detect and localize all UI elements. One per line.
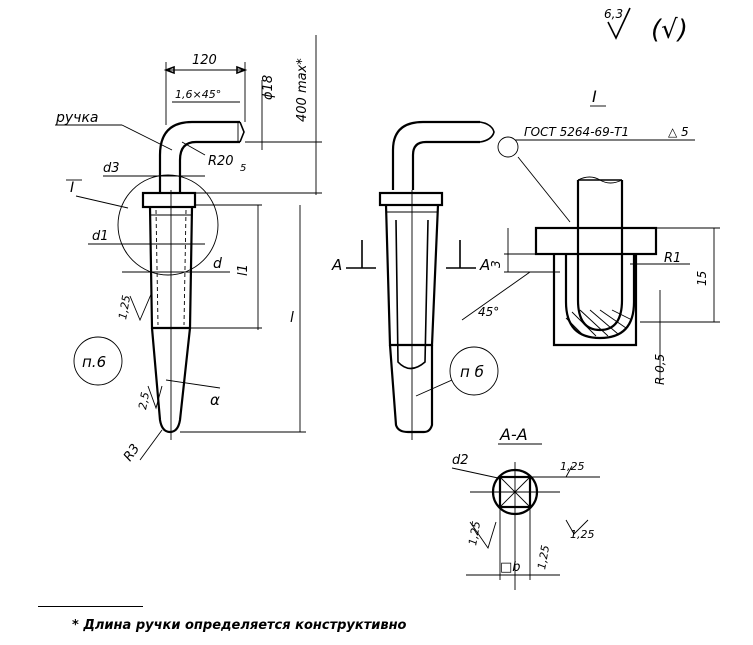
b-label: □b xyxy=(500,560,521,575)
view-i-callout: I xyxy=(70,180,74,196)
section-aa-title: А-А xyxy=(499,425,528,444)
note-p6-left: п.6 xyxy=(82,353,106,371)
roughness-25: 2,5 xyxy=(136,391,152,410)
section-aa: А-А d2 1,25 1,25 1,25 1,25 □b xyxy=(451,425,600,590)
d2-label: d2 xyxy=(452,453,469,468)
dim-120: 120 xyxy=(192,53,217,68)
footnote: * Длина ручки определяется конструктивно xyxy=(72,618,407,633)
detail-i-title: I xyxy=(592,87,597,106)
left-view: 120 1,6×45° ϕ18 400 max* ручка d3 R20 5 … xyxy=(55,35,322,464)
r1-label: R1 xyxy=(664,251,681,266)
note-p6-mid: п б xyxy=(460,363,484,381)
section-a-left: А xyxy=(331,256,342,274)
gost-weld: △ 5 xyxy=(668,125,689,139)
section-a-right: А xyxy=(479,256,490,274)
l1-label: l1 xyxy=(236,264,251,276)
dim-3: 3 xyxy=(489,260,503,268)
r20-sub: 5 xyxy=(240,163,246,174)
roughness-125-c: 1,25 xyxy=(466,520,483,546)
roughness-125-left: 1,25 xyxy=(116,294,133,320)
roughness-125-b: 1,25 xyxy=(560,460,585,473)
roughness-value: 6,3 xyxy=(604,7,623,21)
footnote-rule xyxy=(38,606,143,607)
roughness-symbol: 6,3 (√) xyxy=(604,7,688,45)
r05-label: R 0,5 xyxy=(653,354,667,385)
middle-view: А А п б xyxy=(331,120,499,440)
chamfer-label: 1,6×45° xyxy=(175,88,221,101)
dim-45: 45° xyxy=(478,305,499,319)
roughness-125-e: 1,25 xyxy=(570,528,595,541)
l-label: l xyxy=(290,310,294,326)
d3-label: d3 xyxy=(103,161,120,176)
d-label: d xyxy=(213,256,222,272)
r3-label: R3 xyxy=(121,442,143,465)
gost-label: ГОСТ 5264-69-Т1 xyxy=(524,125,629,139)
d1-label: d1 xyxy=(92,229,109,244)
hatch xyxy=(565,309,633,337)
detail-i: I ГОСТ 5264-69-Т1 △ 5 3 R1 xyxy=(461,87,720,385)
roughness-rest: (√) xyxy=(651,15,688,45)
max-length-label: 400 max* xyxy=(295,58,310,122)
handle-label: ручка xyxy=(55,110,98,126)
phi18-label: ϕ18 xyxy=(261,75,276,100)
r20-label: R20 xyxy=(208,154,234,169)
roughness-125-d: 1,25 xyxy=(535,544,552,570)
alpha-label: α xyxy=(210,391,220,409)
dim-15: 15 xyxy=(695,271,709,286)
